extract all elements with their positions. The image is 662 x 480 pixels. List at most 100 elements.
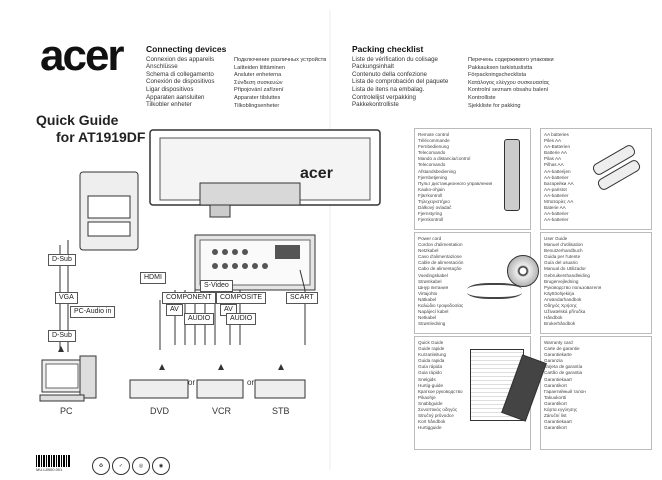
- warranty-text: Garanzia: [544, 358, 563, 364]
- quickguide-text: Краткое руководство: [418, 388, 463, 394]
- quickguide-text: Hurtig-guide: [418, 382, 444, 388]
- power-text: Cordon d'alimentation: [418, 242, 463, 248]
- quick-guide-line2: for AT1919DF: [56, 129, 146, 145]
- packing-text: Lista de comprobación del paquete: [352, 78, 449, 86]
- power-text: Virtajohto: [418, 290, 438, 296]
- remote-text: Fjernstyring: [418, 211, 442, 217]
- composite-label: COMPOSITE: [216, 292, 267, 304]
- connecting-text: Schema di collegamento: [146, 70, 214, 78]
- connecting-text: Připojování zařízení: [234, 87, 284, 94]
- component-label: COMPONENT: [162, 292, 216, 304]
- power-text: Voedingskabel: [418, 272, 448, 278]
- packing-section: Packing checklist Liste de vérification …: [352, 44, 457, 109]
- batteries-text: AA-batterier: [544, 174, 569, 180]
- connecting-text: Laitteiden liittäminen: [234, 64, 285, 71]
- userguide-text: Käyttöohjekirja: [544, 290, 575, 296]
- av-devices: [129, 379, 306, 399]
- quickguide-text: Quick Guide: [418, 340, 444, 345]
- quick-guide-title: Quick Guide for AT1919DF: [36, 112, 145, 146]
- quickguide-text: Snelgids: [418, 376, 436, 382]
- barcode-number: MU.L8900.001: [36, 467, 63, 472]
- userguide-text: Manual do Utilizador: [544, 266, 586, 272]
- barcode: [36, 455, 70, 467]
- userguide-text: Uživatelská příručka: [544, 309, 586, 315]
- remote-text: Пульт дистанционного управления: [418, 180, 493, 186]
- hdmi-label: HDMI: [140, 272, 166, 284]
- packing-text: Liste de vérification du colisage: [352, 55, 438, 63]
- av-label-1: AV: [166, 304, 183, 316]
- packing-text: Contenuto della confezione: [352, 70, 427, 78]
- warranty-text: Garantiekaart: [544, 419, 572, 425]
- userguide-text: Brukerhåndbok: [544, 321, 576, 327]
- remote-text: Telecomando: [418, 162, 446, 168]
- packing-text: Sjekkliste for pakking: [468, 102, 521, 109]
- userguide-text: Manuel d'utilisation: [544, 242, 583, 248]
- power-text: Napájecí kabel: [418, 309, 449, 315]
- device-vcr: VCR: [212, 406, 232, 416]
- packing-text: Kontrolní seznam obsahu balení: [468, 87, 549, 94]
- dsub-label-top: D-Sub: [48, 254, 76, 266]
- connecting-text: Tilkoblingsenheter: [234, 102, 280, 109]
- packing-text: Pakkekontrolliste: [352, 101, 399, 109]
- connecting-text: Ligar dispositivos: [146, 85, 194, 93]
- device-pc: PC: [60, 406, 73, 416]
- userguide-text: Brugervejledning: [544, 278, 579, 284]
- power-text: Netzkabel: [418, 248, 439, 254]
- warranty-text: Carte de garantie: [544, 346, 580, 352]
- userguide-text: Guía del usuario: [544, 260, 578, 266]
- scart-label: SCART: [286, 292, 318, 304]
- userguide-text: Benutzerhandbuch: [544, 248, 583, 254]
- power-text: Cabo de alimentação: [418, 266, 462, 272]
- packing-title: Packing checklist: [352, 44, 424, 54]
- connecting-title: Connecting devices: [146, 44, 227, 54]
- dsub-label-bottom: D-Sub: [48, 330, 76, 342]
- batteries-text: Piles AA: [544, 138, 562, 144]
- or-label-1: or: [188, 378, 196, 387]
- warranty-text: Garantikort: [544, 425, 567, 431]
- connecting-text: Apparaten aansluiten: [146, 93, 205, 101]
- connecting-text: Σύνδεση συσκευών: [234, 79, 283, 86]
- audio-label-2: AUDIO: [226, 313, 257, 325]
- power-text: Netkabel: [418, 315, 437, 321]
- batteries-text: Baterie AA: [544, 205, 566, 211]
- svideo-label: S-Video: [200, 280, 233, 292]
- packing-text: Kontrolliste: [468, 94, 496, 101]
- pc-illustration: [39, 355, 97, 402]
- power-text: Cable de alimentación: [418, 260, 464, 266]
- batteries-text: Pilas AA: [544, 156, 562, 162]
- quickguide-text: Stručný průvodce: [418, 413, 454, 419]
- connecting-section-2: Подключение различных устройств Laitteid…: [234, 57, 329, 110]
- or-label-2: or: [247, 378, 255, 387]
- quickguide-text: Guide rapide: [418, 346, 445, 352]
- quickguide-text: Guida rapida: [418, 358, 445, 364]
- remote-text: Fjernkontroll: [418, 217, 444, 223]
- pc-audio-label: PC-Audio in: [70, 306, 116, 318]
- rohs-icon: ✓: [112, 457, 130, 475]
- quickguide-text: Guía rápida: [418, 364, 443, 370]
- connecting-text: Connexion des appareils: [146, 55, 215, 63]
- batteries-text: AA batteries: [544, 132, 569, 137]
- remote-text: Kauko-ohjain: [418, 186, 445, 192]
- rear-connectors: [212, 245, 300, 269]
- packing-text: Controlelijst verpakking: [352, 93, 416, 101]
- packing-text: Перечень содержимого упаковки: [468, 57, 554, 63]
- warranty-text: Warranty card: [544, 340, 573, 345]
- remote-icon: [504, 139, 520, 211]
- remote-text: Telecomando: [418, 150, 446, 156]
- power-text: Strømkabel: [418, 278, 442, 284]
- warranty-text: Takuukortti: [544, 394, 567, 400]
- quickguide-text: Pikaohje: [418, 394, 436, 400]
- quickguide-text: Hurtigguide: [418, 425, 442, 431]
- warranty-text: Κάρτα εγγύησης: [544, 407, 578, 413]
- warranty-text: Cartão de garantia: [544, 370, 583, 376]
- ce-mark-icon: ◎: [132, 457, 150, 475]
